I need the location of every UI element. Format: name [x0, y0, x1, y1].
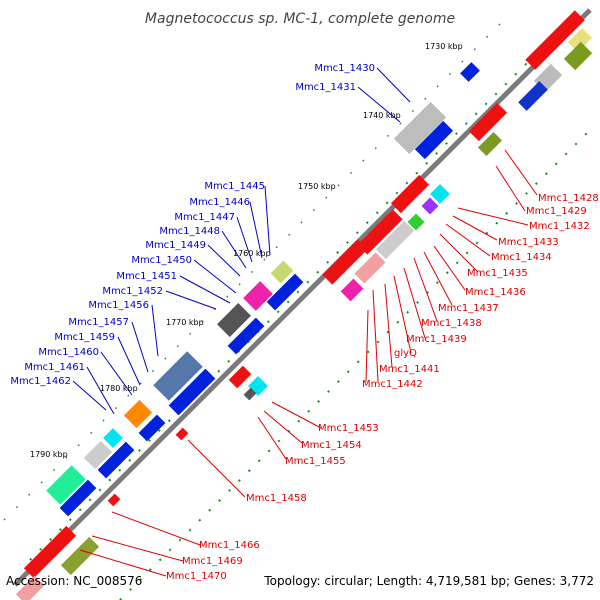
gene-label: Mmc1_1431 — [295, 82, 356, 93]
gene-label: Mmc1_1436 — [465, 287, 526, 298]
gene-label: Mmc1_1459 — [54, 332, 115, 343]
kbp-markers: 1730 kbp 1740 kbp 1750 kbp 1760 kbp 1770… — [30, 42, 463, 459]
gene-box — [123, 399, 153, 429]
gene-label: Mmc1_1447 — [174, 212, 235, 223]
gene-label: Mmc1_1451 — [116, 271, 177, 282]
gene-box — [430, 184, 450, 204]
reverse-gene-features — [15, 10, 593, 600]
gene-box — [270, 260, 294, 284]
far-inner-tick-ring — [3, 18, 506, 521]
gene-box — [153, 351, 203, 401]
gene-box — [563, 41, 593, 71]
gene-label: Mmc1_1456 — [88, 300, 149, 311]
gene-arrow — [414, 120, 454, 160]
gene-box — [217, 303, 251, 337]
gene-arrow — [138, 414, 166, 442]
gene-label: Mmc1_1446 — [189, 197, 250, 208]
gene-arrow — [175, 427, 189, 441]
gene-box — [421, 197, 439, 215]
gene-box — [567, 27, 593, 53]
genome-backbone — [13, 8, 592, 587]
kbp-marker: 1730 kbp — [425, 42, 463, 51]
gene-box — [15, 575, 45, 600]
accession-text: Accession: NC_008576 — [6, 574, 142, 588]
reverse-connectors — [79, 149, 538, 577]
gene-arrow — [107, 493, 121, 507]
gene-label: Mmc1_1461 — [24, 362, 85, 373]
gene-label: Mmc1_1430 — [314, 63, 375, 74]
gene-label: glyQ — [394, 348, 417, 359]
gene-arrow — [227, 317, 265, 355]
gene-label: Mmc1_1466 — [199, 540, 260, 551]
kbp-marker: 1750 kbp — [298, 182, 336, 191]
gene-arrow — [168, 368, 216, 416]
gene-box — [103, 428, 123, 448]
gene-label: Mmc1_1460 — [38, 347, 99, 358]
map-title: Magnetococcus sp. MC-1, complete genome — [145, 11, 455, 27]
gene-label: Mmc1_1435 — [467, 268, 528, 279]
gene-box — [477, 131, 503, 157]
gene-arrow — [23, 525, 77, 579]
gene-box — [375, 220, 415, 260]
forward-gene-features — [46, 62, 480, 517]
gene-label: Mmc1_1433 — [498, 237, 559, 248]
gene-label: Mmc1_1462 — [10, 376, 71, 387]
gene-label: Mmc1_1441 — [379, 364, 440, 375]
gene-label: Mmc1_1438 — [421, 318, 482, 329]
genome-summary-text: Topology: circular; Length: 4,719,581 bp… — [263, 574, 594, 588]
gene-label: Mmc1_1452 — [102, 286, 163, 297]
gene-box — [243, 281, 273, 311]
gene-label: Mmc1_1437 — [438, 303, 499, 314]
gene-label: Mmc1_1428 — [538, 193, 599, 204]
gene-arrow — [357, 209, 403, 255]
gene-arrow — [460, 62, 480, 82]
gene-label: Mmc1_1449 — [145, 240, 206, 251]
gene-label: Mmc1_1442 — [362, 379, 423, 390]
kbp-marker: 1760 kbp — [233, 249, 271, 258]
kbp-marker: 1770 kbp — [166, 318, 204, 327]
reverse-labels: Mmc1_1428 Mmc1_1429 Mmc1_1432 Mmc1_1433 … — [166, 193, 599, 582]
gene-label: Mmc1_1457 — [68, 317, 129, 328]
gene-label: Mmc1_1434 — [491, 252, 552, 263]
gene-arrow — [266, 273, 304, 311]
gene-arrow — [390, 174, 430, 214]
outer-tick-ring — [118, 129, 591, 600]
gene-label: Mmc1_1458 — [246, 493, 307, 504]
gene-arrow — [97, 441, 135, 479]
gene-arrow — [525, 10, 585, 70]
forward-connectors — [72, 67, 411, 415]
gene-box — [354, 252, 386, 284]
gene-box — [518, 81, 548, 111]
gene-box — [243, 387, 257, 401]
gene-label: Mmc1_1445 — [204, 181, 265, 192]
gene-label: Mmc1_1453 — [318, 423, 379, 434]
gene-box — [83, 440, 113, 470]
gene-label: Mmc1_1470 — [166, 571, 227, 582]
kbp-marker: 1790 kbp — [30, 450, 68, 459]
gene-label: Mmc1_1455 — [285, 456, 346, 467]
kbp-marker: 1780 kbp — [100, 384, 138, 393]
gene-label: Mmc1_1429 — [526, 206, 587, 217]
gene-arrow — [228, 365, 252, 389]
gene-arrow — [468, 102, 508, 142]
gene-label: Mmc1_1469 — [182, 556, 243, 567]
gene-box — [46, 465, 86, 505]
gene-label: Mmc1_1454 — [301, 440, 362, 451]
gene-box — [393, 101, 447, 155]
gene-arrow — [59, 479, 97, 517]
gene-box — [340, 278, 364, 302]
gene-label: Mmc1_1448 — [159, 226, 220, 237]
gene-arrow — [322, 239, 368, 285]
gene-box — [60, 536, 100, 576]
gene-label: Mmc1_1450 — [131, 255, 192, 266]
gene-label: Mmc1_1432 — [529, 221, 590, 232]
kbp-marker: 1740 kbp — [363, 111, 401, 120]
forward-labels: Mmc1_1430 Mmc1_1431 Mmc1_1445 Mmc1_1446 … — [10, 63, 375, 387]
gene-label: Mmc1_1439 — [406, 334, 467, 345]
